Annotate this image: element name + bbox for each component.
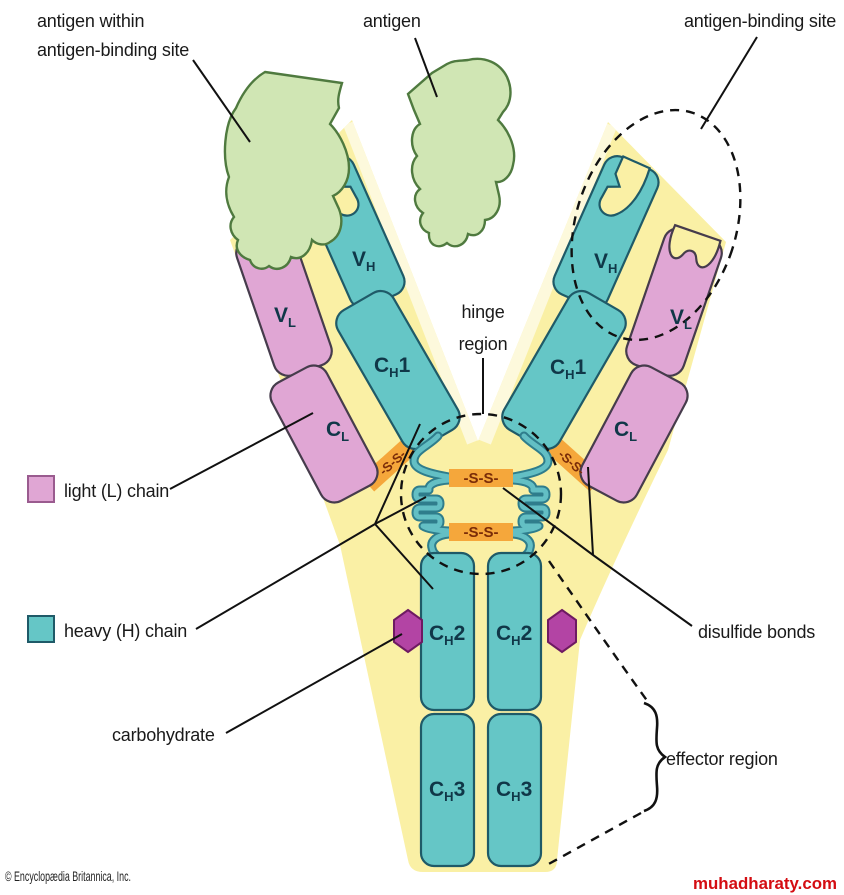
cl-right-domain [579,364,689,504]
line-carbohydrate [225,633,403,734]
ss-bar-top: -S-S- [449,469,513,487]
label-ch2-right: CH2 [496,622,532,648]
label-heavy-chain: heavy (H) chain [64,621,187,641]
heavy-chain-swatch [27,615,55,643]
label-disulfide-bonds: disulfide bonds [698,622,815,642]
copyright: © Encyclopædia Britannica, Inc. [5,868,131,884]
antigen-center [406,57,516,248]
label-antigen: antigen [363,11,421,31]
line-antigen-binding-site [700,36,758,130]
label-vl-right: VL [670,306,692,332]
label-hinge-2: region [459,334,508,354]
label-effector-region: effector region [666,749,778,769]
label-antigen-within-1: antigen within [37,11,144,31]
label-cl-right: CL [614,418,637,444]
label-antigen-binding-site: antigen-binding site [684,11,836,31]
line-antigen-within [192,59,251,143]
label-ch1-left: CH1 [374,354,411,380]
label-cl-left: CL [326,418,349,444]
label-hinge-1: hinge [461,302,504,322]
antigen-binding-site-ellipse [570,108,742,342]
label-carbohydrate: carbohydrate [112,725,215,745]
ch3-left-domain [419,712,476,868]
carbohydrate-hexagon-left [393,608,423,654]
label-light-chain: light (L) chain [64,481,169,501]
label-vl-left: VL [274,304,296,330]
watermark-link[interactable]: muhadharaty.com [693,874,837,893]
label-antigen-within-2: antigen-binding site [37,40,189,60]
label-ch3-left: CH3 [429,778,465,804]
line-antigen [414,37,438,98]
label-ch3-right: CH3 [496,778,532,804]
effector-dash-top [548,560,649,703]
ss-bar-bottom: -S-S- [449,523,513,541]
light-chain-swatch [27,475,55,503]
inner-highlights [343,120,617,445]
svg-text:-S-S-: -S-S- [464,470,499,487]
line-heavy-chain [195,423,434,630]
carbohydrate-hexagon-right [547,608,577,654]
label-vh-left: VH [352,248,375,274]
cl-left-domain [269,364,379,504]
vh-right-domain [552,155,660,309]
line-disulfide [502,466,693,627]
label-ch2-left: CH2 [429,622,465,648]
ch3-right-domain [486,712,543,868]
label-ch1-right: CH1 [550,356,587,382]
svg-text:-S-S-: -S-S- [464,524,499,541]
line-light-chain [169,412,314,490]
hinge-tube-left [409,431,454,564]
ch2-right-domain [486,551,543,712]
hinge-region-circle [399,412,563,576]
effector-dash-bottom [544,811,642,868]
effector-brace [643,701,668,813]
label-vh-right: VH [594,250,617,276]
antigen-left [223,70,351,270]
vl-right-domain [625,223,723,377]
